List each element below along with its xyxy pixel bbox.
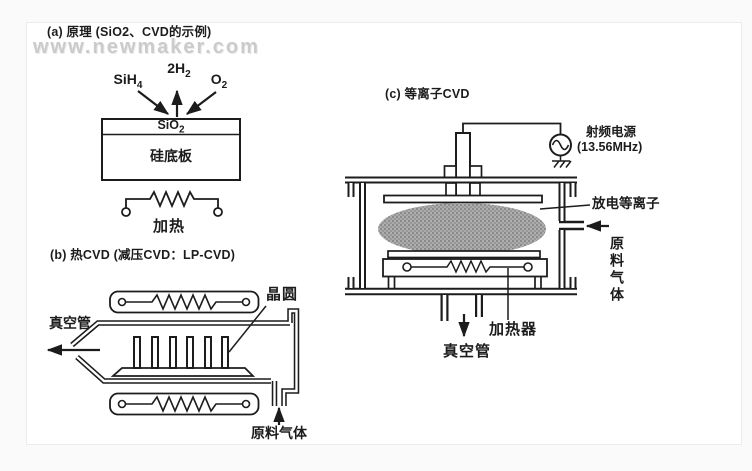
stem-flange xyxy=(445,182,457,197)
vacuum-pipe-label-c: 真空管 xyxy=(443,343,492,360)
stem-flange xyxy=(469,182,481,197)
watermark-text: www.newmaker.com xyxy=(33,36,260,58)
chamber-shell xyxy=(345,176,584,296)
ground-icon xyxy=(552,155,572,168)
ac-source-icon xyxy=(549,133,572,168)
panel-b-art xyxy=(46,290,300,425)
heater-coil-icon xyxy=(125,189,219,209)
wafer-pointer-line xyxy=(228,305,267,353)
heat-label: 加热 xyxy=(152,218,185,235)
rf-wire xyxy=(462,122,562,134)
top-electrode-plate xyxy=(383,194,543,204)
wafer-label: 晶圆 xyxy=(266,286,299,303)
panel-c-art xyxy=(345,122,609,338)
source-gas-label-b: 原料气体 xyxy=(251,425,307,441)
panel-c-title: (c) 等离子CVD xyxy=(385,87,470,101)
hydrogen-label: 2H2 xyxy=(167,60,191,80)
silane-in-arrow-icon xyxy=(137,90,170,115)
heater-coil-icon xyxy=(411,259,524,274)
stem-collar xyxy=(469,165,483,179)
source-gas-label-c: 原料气体 xyxy=(609,236,625,304)
exhaust-pipe xyxy=(440,295,483,321)
rf-frequency-label: (13.56MHz) xyxy=(577,140,643,154)
plasma-label: 放电等离子 xyxy=(592,196,660,211)
rf-source-label: 射频电源 xyxy=(586,125,637,139)
substrate-label: 硅底板 xyxy=(150,148,192,164)
stage-legs xyxy=(387,276,542,288)
oxygen-label: O2 xyxy=(210,71,228,91)
wafer-stack xyxy=(133,336,229,369)
heater-terminal-icon xyxy=(213,207,223,217)
furnace-tube xyxy=(70,308,300,406)
wafer-boat xyxy=(110,367,256,377)
plasma-cloud xyxy=(378,203,546,255)
heater-terminal-icon xyxy=(121,207,131,217)
substrate-box xyxy=(101,118,241,181)
heater-label-c: 加热器 xyxy=(489,321,538,338)
film-layer-label: SiO2 xyxy=(157,118,185,136)
stem-collar xyxy=(443,165,457,179)
electrode-stem xyxy=(455,132,471,197)
heater-coil-icon xyxy=(125,292,243,312)
vacuum-pipe-label-b: 真空管 xyxy=(49,315,91,331)
heater-coil-icon xyxy=(125,394,243,414)
plasma-pointer-line xyxy=(539,204,591,210)
panel-a-title: (a) 原理 (SiO2、CVD的示例) xyxy=(47,25,212,39)
oxygen-in-arrow-icon xyxy=(185,91,217,115)
silane-label: SiH4 xyxy=(113,71,143,91)
panel-a-art xyxy=(101,89,241,217)
stage-heater-box xyxy=(382,258,548,278)
panel-b-title: (b) 热CVD (减压CVD：LP-CVD) xyxy=(50,248,236,262)
substrate-stage xyxy=(387,250,541,259)
